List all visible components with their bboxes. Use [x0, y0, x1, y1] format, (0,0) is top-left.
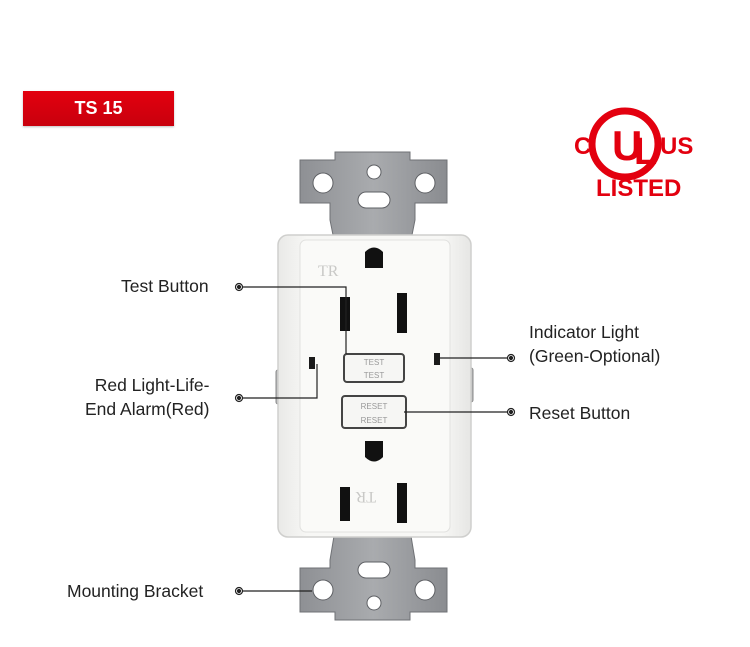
indicator-light-callout: Indicator Light (Green-Optional) [529, 320, 660, 368]
red-alarm-light [309, 357, 315, 369]
reset-button-callout: Reset Button [529, 401, 630, 425]
model-label: TS 15 [74, 98, 123, 118]
mounting-bracket-callout: Mounting Bracket [67, 579, 203, 603]
red-light-callout: Red Light-Life- End Alarm(Red) [85, 373, 210, 421]
indicator-light-callout-line1: Indicator Light [529, 322, 639, 342]
svg-text:L: L [634, 131, 657, 173]
test-button-callout: Test Button [121, 274, 209, 298]
red-light-callout-line1: Red Light-Life- [94, 375, 210, 395]
mounting-bracket-callout-text: Mounting Bracket [67, 581, 204, 601]
model-badge: TS 15 [23, 91, 174, 126]
ul-listed-logo: U L C US LISTED [574, 107, 693, 202]
leader-lines [234, 282, 516, 596]
test-button-callout-text: Test Button [121, 276, 209, 296]
ul-c-letter: C [574, 133, 591, 160]
ul-us-letters: US [660, 133, 693, 160]
svg-text:U: U [612, 122, 642, 169]
top-tr-mark: TR [318, 263, 339, 280]
test-button[interactable]: TEST TEST [343, 353, 405, 383]
ul-listed-text: LISTED [596, 175, 681, 202]
bottom-mounting-bracket [299, 529, 448, 621]
test-label-top: TEST [364, 358, 385, 367]
top-mounting-bracket [299, 151, 448, 246]
bottom-outlet [340, 441, 407, 523]
indicator-light-callout-line2: (Green-Optional) [529, 346, 661, 366]
test-label-bottom: TEST [364, 371, 385, 380]
green-indicator-light [434, 353, 440, 365]
red-light-callout-line2: End Alarm(Red) [85, 399, 210, 419]
reset-label-bottom: RESET [361, 416, 388, 425]
bottom-tr-mark: TR [355, 488, 376, 505]
reset-label-top: RESET [361, 402, 388, 411]
reset-button-callout-text: Reset Button [529, 403, 631, 423]
top-outlet [340, 247, 407, 333]
reset-button[interactable]: RESET RESET [341, 395, 407, 429]
